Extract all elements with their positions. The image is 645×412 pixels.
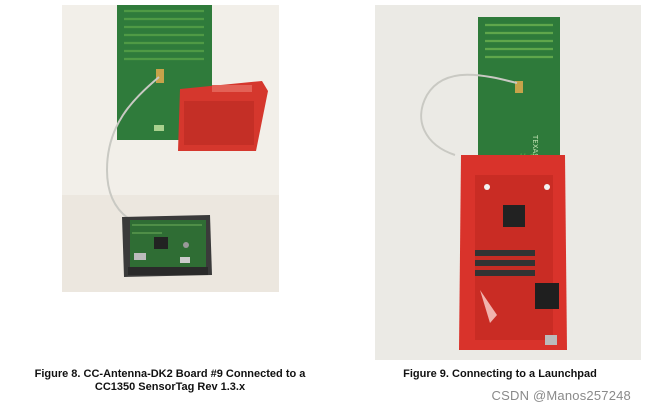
figure-8-title-line1: CC-Antenna-DK2 Board #9 Connected to a xyxy=(83,368,306,380)
figure-9-photo: #9 TEXAS INSTRUMENTS xyxy=(375,5,641,360)
antenna-launchpad-illustration: #9 TEXAS INSTRUMENTS xyxy=(375,5,641,360)
figure-8-photo xyxy=(62,5,279,292)
antenna-sensortag-illustration xyxy=(62,5,279,292)
figure-8-caption: Figure 8. CC-Antenna-DK2 Board #9 Connec… xyxy=(10,368,330,394)
figure-9-label: Figure 9. xyxy=(403,368,449,380)
figure-8-title-line2: CC1350 SensorTag Rev 1.3.x xyxy=(94,381,246,393)
launchpad-chip xyxy=(503,205,525,227)
figure-8-label: Figure 8. xyxy=(34,368,81,380)
coax-cable xyxy=(105,76,160,224)
csdn-watermark: CSDN @Manos257248 xyxy=(491,388,631,403)
coax-cable xyxy=(420,73,518,156)
figure-8-caption-line1: Figure 8. CC-Antenna-DK2 Board #9 Connec… xyxy=(10,368,330,381)
figure-9-caption: Figure 9. Connecting to a Launchpad xyxy=(385,368,615,381)
figure-9-title: Connecting to a Launchpad xyxy=(452,368,597,380)
